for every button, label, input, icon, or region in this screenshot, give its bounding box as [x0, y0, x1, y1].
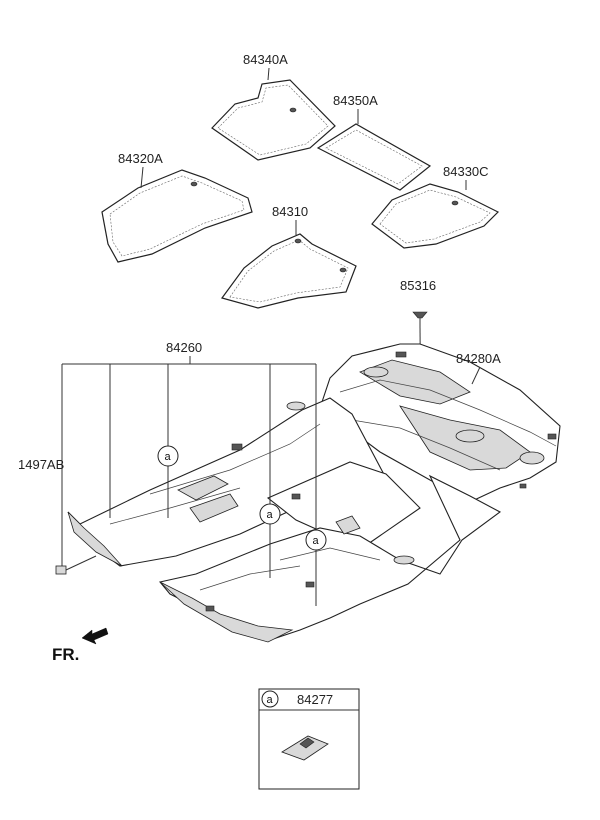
- callout-a-2: a: [259, 503, 281, 525]
- svg-text:a: a: [313, 535, 320, 547]
- legend-part-label: 84277: [297, 692, 333, 707]
- label-84330C: 84330C: [443, 164, 489, 179]
- floor-mat-84320A[interactable]: [101, 169, 253, 263]
- floor-mat-84310[interactable]: [221, 233, 357, 309]
- clip-1497AB[interactable]: [55, 565, 67, 575]
- callout-a-1: a: [157, 445, 179, 467]
- leader-84260: [61, 356, 317, 606]
- front-arrow-icon: [81, 627, 109, 645]
- floor-mat-84330C[interactable]: [371, 183, 500, 249]
- front-direction-label: FR.: [52, 645, 79, 664]
- label-84320A: 84320A: [118, 151, 163, 166]
- label-84310: 84310: [272, 204, 308, 219]
- floor-carpet-84280A[interactable]: [321, 343, 561, 503]
- leader-84340A: [267, 67, 270, 81]
- leader-84320A: [140, 166, 144, 189]
- floor-mat-84350A[interactable]: [316, 123, 432, 191]
- svg-text:a: a: [165, 451, 172, 463]
- clip-84277[interactable]: [281, 735, 329, 761]
- floor-mat-84340A[interactable]: [211, 79, 336, 161]
- callout-a-3: a: [305, 529, 327, 551]
- svg-text:a: a: [267, 509, 274, 521]
- leader-84280A: [471, 366, 481, 385]
- label-84340A: 84340A: [243, 52, 288, 67]
- label-84350A: 84350A: [333, 93, 378, 108]
- label-84260: 84260: [166, 340, 202, 355]
- leader-1497AB: [65, 555, 97, 571]
- label-85316: 85316: [400, 278, 436, 293]
- fastener-85316[interactable]: [412, 311, 428, 326]
- label-1497AB: 1497AB: [18, 457, 64, 472]
- floor-carpet-84260[interactable]: [67, 397, 502, 643]
- label-84280A: 84280A: [456, 351, 501, 366]
- legend-letter: a: [267, 694, 274, 706]
